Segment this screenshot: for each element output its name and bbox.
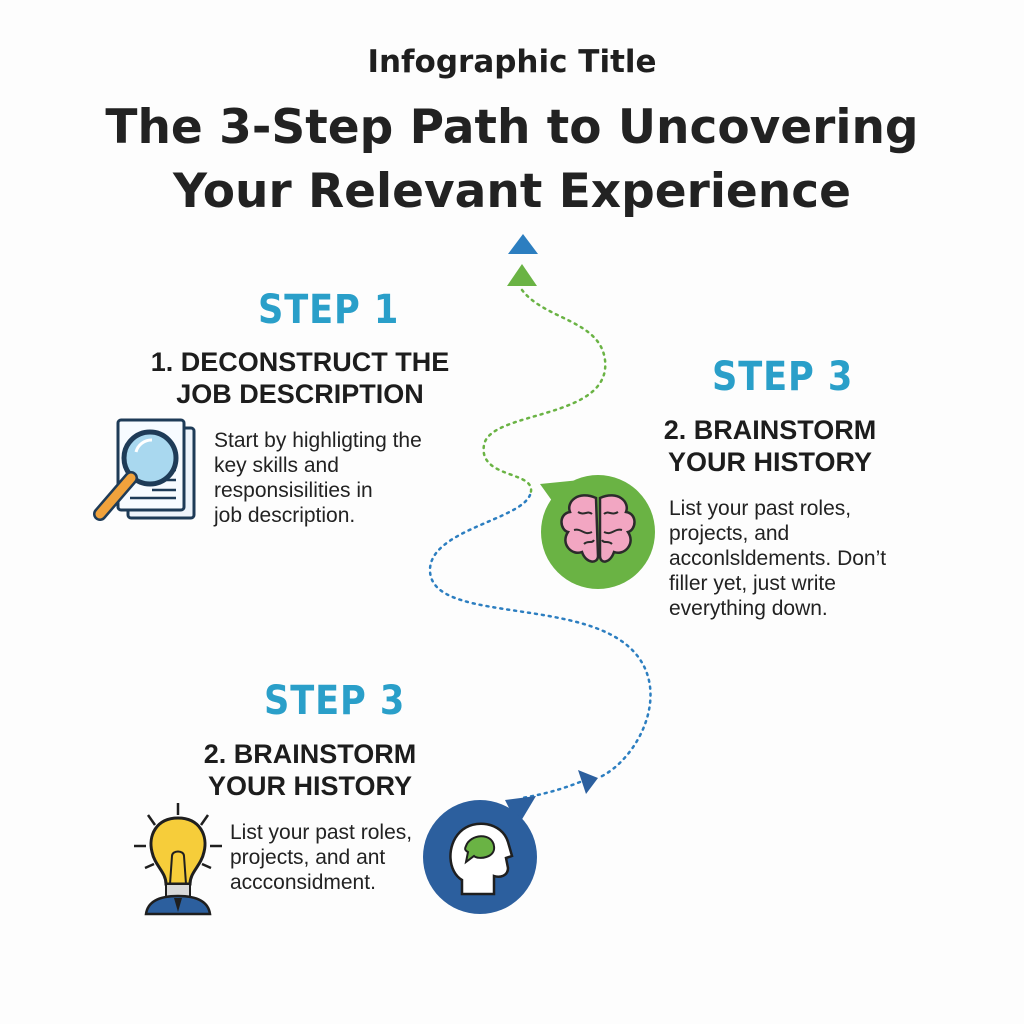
- path-green-segment: [482, 288, 607, 497]
- step-1-body-line: Start by highligting the: [214, 429, 422, 452]
- step-2-heading-line-2: YOUR HISTORY: [667, 447, 873, 477]
- lightbulb-person-icon: [134, 803, 222, 916]
- step-1-description: Start by highligting the key skills and …: [214, 428, 464, 528]
- step-1-body-line: key skills and: [214, 454, 339, 477]
- document-magnifier-icon: [93, 418, 196, 521]
- step-3-body-line: List your past roles,: [230, 821, 413, 844]
- step-3-heading-line-2: YOUR HISTORY: [207, 771, 413, 801]
- step-1-heading: 1. DECONSTRUCT THE JOB DESCRIPTION: [140, 346, 460, 410]
- path-blue-to-head: [520, 780, 582, 800]
- kicker-title: Infographic Title: [367, 44, 657, 80]
- arrowhead-green: [507, 264, 537, 286]
- step-2-body-line: filler yet, just write: [669, 572, 836, 595]
- step-1-body-line: job description.: [214, 504, 356, 527]
- step-3-heading: 2. BRAINSTORM YOUR HISTORY: [190, 738, 430, 802]
- step-3-heading-line-1: 2. BRAINSTORM: [203, 739, 417, 769]
- step-1-body-line: responsisilities in: [214, 479, 373, 502]
- step-2-heading-line-1: 2. BRAINSTORM: [663, 415, 877, 445]
- arrowhead-top-blue: [508, 234, 538, 254]
- step-2-body-line: projects, and: [669, 522, 790, 545]
- brain-icon: [540, 475, 655, 589]
- step-2-description: List your past roles, projects, and acco…: [669, 496, 969, 621]
- step-1-label: STEP 1: [258, 287, 400, 333]
- head-profile-icon: [423, 796, 537, 914]
- step-3-body-line: accconsidment.: [230, 871, 376, 894]
- step-3-body-line: projects, and ant: [230, 846, 386, 869]
- main-title-line-1: The 3-Step Path to Uncovering: [105, 100, 919, 155]
- step-1-heading-line-2: JOB DESCRIPTION: [176, 379, 424, 409]
- main-title: The 3-Step Path to Uncovering Your Relev…: [0, 96, 1024, 224]
- step-2-heading: 2. BRAINSTORM YOUR HISTORY: [640, 414, 900, 478]
- arrowhead-blue-lower: [578, 770, 598, 794]
- step-2-body-line: List your past roles,: [669, 497, 852, 520]
- step-3-description: List your past roles, projects, and ant …: [230, 820, 430, 895]
- step-2-body-line: everything down.: [669, 597, 828, 620]
- step-3-label: STEP 3: [264, 678, 406, 724]
- main-title-line-2: Your Relevant Experience: [172, 164, 851, 219]
- step-1-heading-line-1: 1. DECONSTRUCT THE: [150, 347, 450, 377]
- step-2-body-line: acconlsldements. Don’t: [669, 547, 887, 570]
- step-2-label: STEP 3: [712, 354, 854, 400]
